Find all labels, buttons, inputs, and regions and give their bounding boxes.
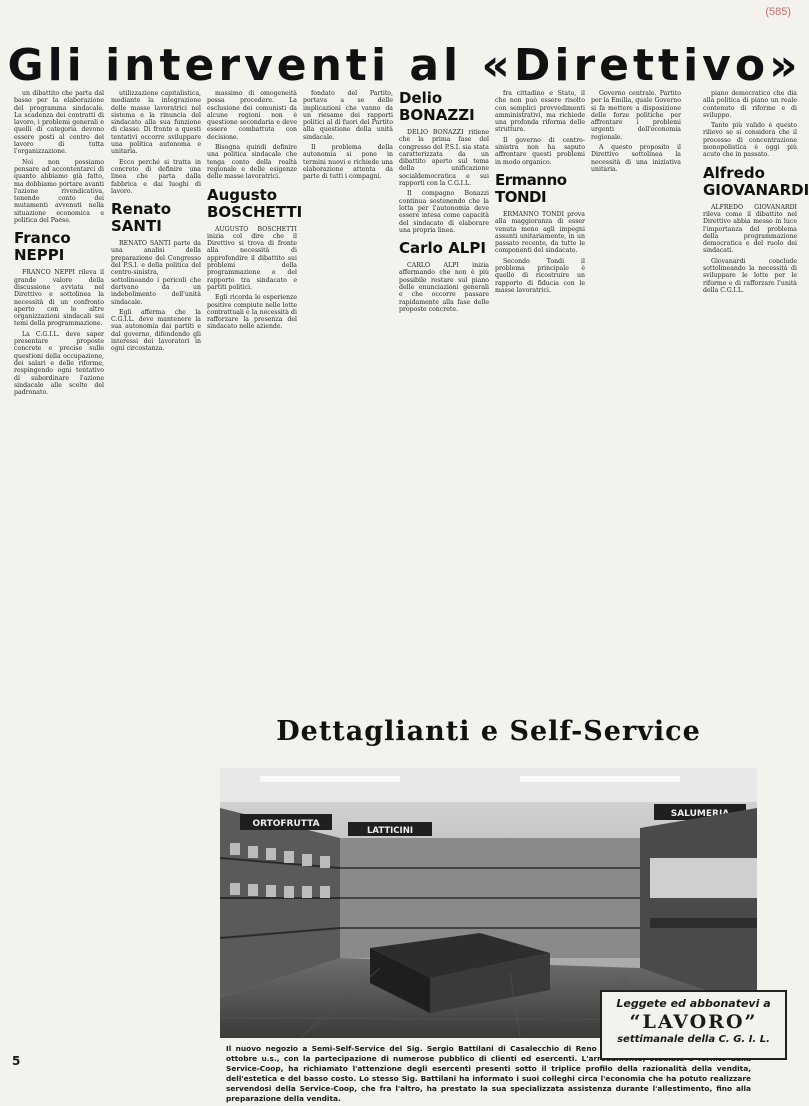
paragraph: Governo centrale. Partito per la Emilia,…	[591, 90, 681, 141]
column-4: fondato del Partito, portava a se delle …	[303, 90, 393, 610]
svg-text:LATTICINI: LATTICINI	[367, 826, 413, 836]
paragraph: piano democratico che dia alla politica …	[703, 90, 797, 119]
paragraph: utilizzazione capitalistica, mediante la…	[111, 90, 201, 156]
paragraph: Egli ricorda le esperienze positive comp…	[207, 294, 297, 331]
paragraph: La C.G.I.L. deve saper presentare propos…	[14, 330, 104, 397]
column-5: Delio BONAZZI DELIO BONAZZI ritiene che …	[399, 90, 489, 610]
byline-santi: Renato SANTI	[111, 200, 171, 236]
sign-ortofrutta	[240, 814, 332, 830]
paragraph: Il governo di centro-sinistra non ha sap…	[495, 136, 585, 166]
paragraph: Bisogna quindi definire una politica sin…	[207, 144, 297, 181]
column-3: massimo di omogeneità possa procedere. L…	[207, 90, 303, 610]
byline-neppi: Franco NEPPI	[14, 229, 71, 265]
sign-latticini	[348, 822, 432, 836]
paragraph: ERMANNO TONDI prova alla maggioranza di …	[495, 210, 585, 255]
ad-text-line3: settimanale della C. G. I. L.	[617, 1034, 770, 1045]
column-1: un dibattito che parta dal basso per la …	[14, 90, 104, 1065]
paragraph: CARLO ALPI inizia affermando che non è p…	[399, 262, 489, 313]
byline-boschetti: Augusto BOSCHETTI	[207, 185, 303, 221]
paragraph: Tanto più valido è questo rilievo se si …	[703, 122, 797, 159]
paragraph: RENATO SANTI parte da una analisi della …	[111, 240, 201, 306]
byline-bonazzi: Delio BONAZZI	[399, 89, 475, 124]
paragraph: Secondo Tondi il problema principale è q…	[495, 257, 585, 294]
svg-text:ORTOFRUTTA: ORTOFRUTTA	[252, 819, 319, 829]
paragraph: Egli afferma che la C.G.I.L. deve manten…	[111, 308, 201, 353]
column-8: piano democratico che dia alla politica …	[703, 90, 809, 950]
photo-caption: Il nuovo negozio a Semi-Self-Service del…	[226, 1044, 751, 1103]
ad-text-line1: Leggete ed abbonatevi a	[616, 997, 771, 1010]
paragraph: Il problema della autonomia si pone in t…	[303, 144, 393, 181]
paragraph: Ecco perché si tratta in concreto di def…	[111, 158, 201, 195]
paragraph: A questo proposito il Direttivo sottolin…	[591, 144, 681, 173]
paragraph: ALFREDO GIOVANARDI rileva come il dibatt…	[703, 203, 797, 255]
paragraph: DELIO BONAZZI ritiene che la prima fase …	[399, 129, 489, 188]
paragraph: AUGUSTO BOSCHETTI inizia col dire che il…	[207, 225, 297, 291]
subscription-ad: Leggete ed abbonatevi a “LAVORO” settima…	[600, 990, 787, 1060]
paragraph: Noi non possiamo pensare ad accontentarc…	[14, 158, 104, 225]
byline-tondi: Ermanno TONDI	[495, 170, 567, 206]
ad-title: “LAVORO”	[629, 1011, 758, 1033]
svg-text:SALUMERIA: SALUMERIA	[671, 809, 730, 819]
inset-title: Dettaglianti e Self-Service	[276, 716, 701, 747]
column-2: utilizzazione capitalistica, mediante la…	[111, 90, 201, 1065]
column-7: Governo centrale. Partito per la Emilia,…	[591, 90, 681, 950]
paragraph: fra cittadino e Stato, il che non può es…	[495, 90, 585, 134]
page-title: Gli interventi al «Direttivo»	[7, 40, 802, 91]
column-6: fra cittadino e Stato, il che non può es…	[495, 90, 585, 610]
paragraph: FRANCO NEPPI rileva il grande valore del…	[14, 269, 104, 328]
page-number: 5	[12, 1054, 21, 1068]
article-body: un dibattito che parta dal basso per la …	[14, 90, 809, 1104]
paragraph: massimo di omogeneità possa procedere. L…	[207, 90, 297, 141]
paragraph: fondato del Partito, portava a se delle …	[303, 90, 393, 141]
paragraph: Giovanardi conclude sottolineando la nec…	[703, 257, 797, 294]
paragraph: un dibattito che parta dal basso per la …	[14, 90, 104, 156]
paragraph: Il compagno Bonazzi continua sostenendo …	[399, 190, 489, 234]
archive-page-stamp: (585)	[765, 6, 791, 18]
byline-alpi: Carlo ALPI	[399, 239, 486, 258]
byline-giovanardi: Alfredo GIOVANARDI	[703, 163, 809, 199]
